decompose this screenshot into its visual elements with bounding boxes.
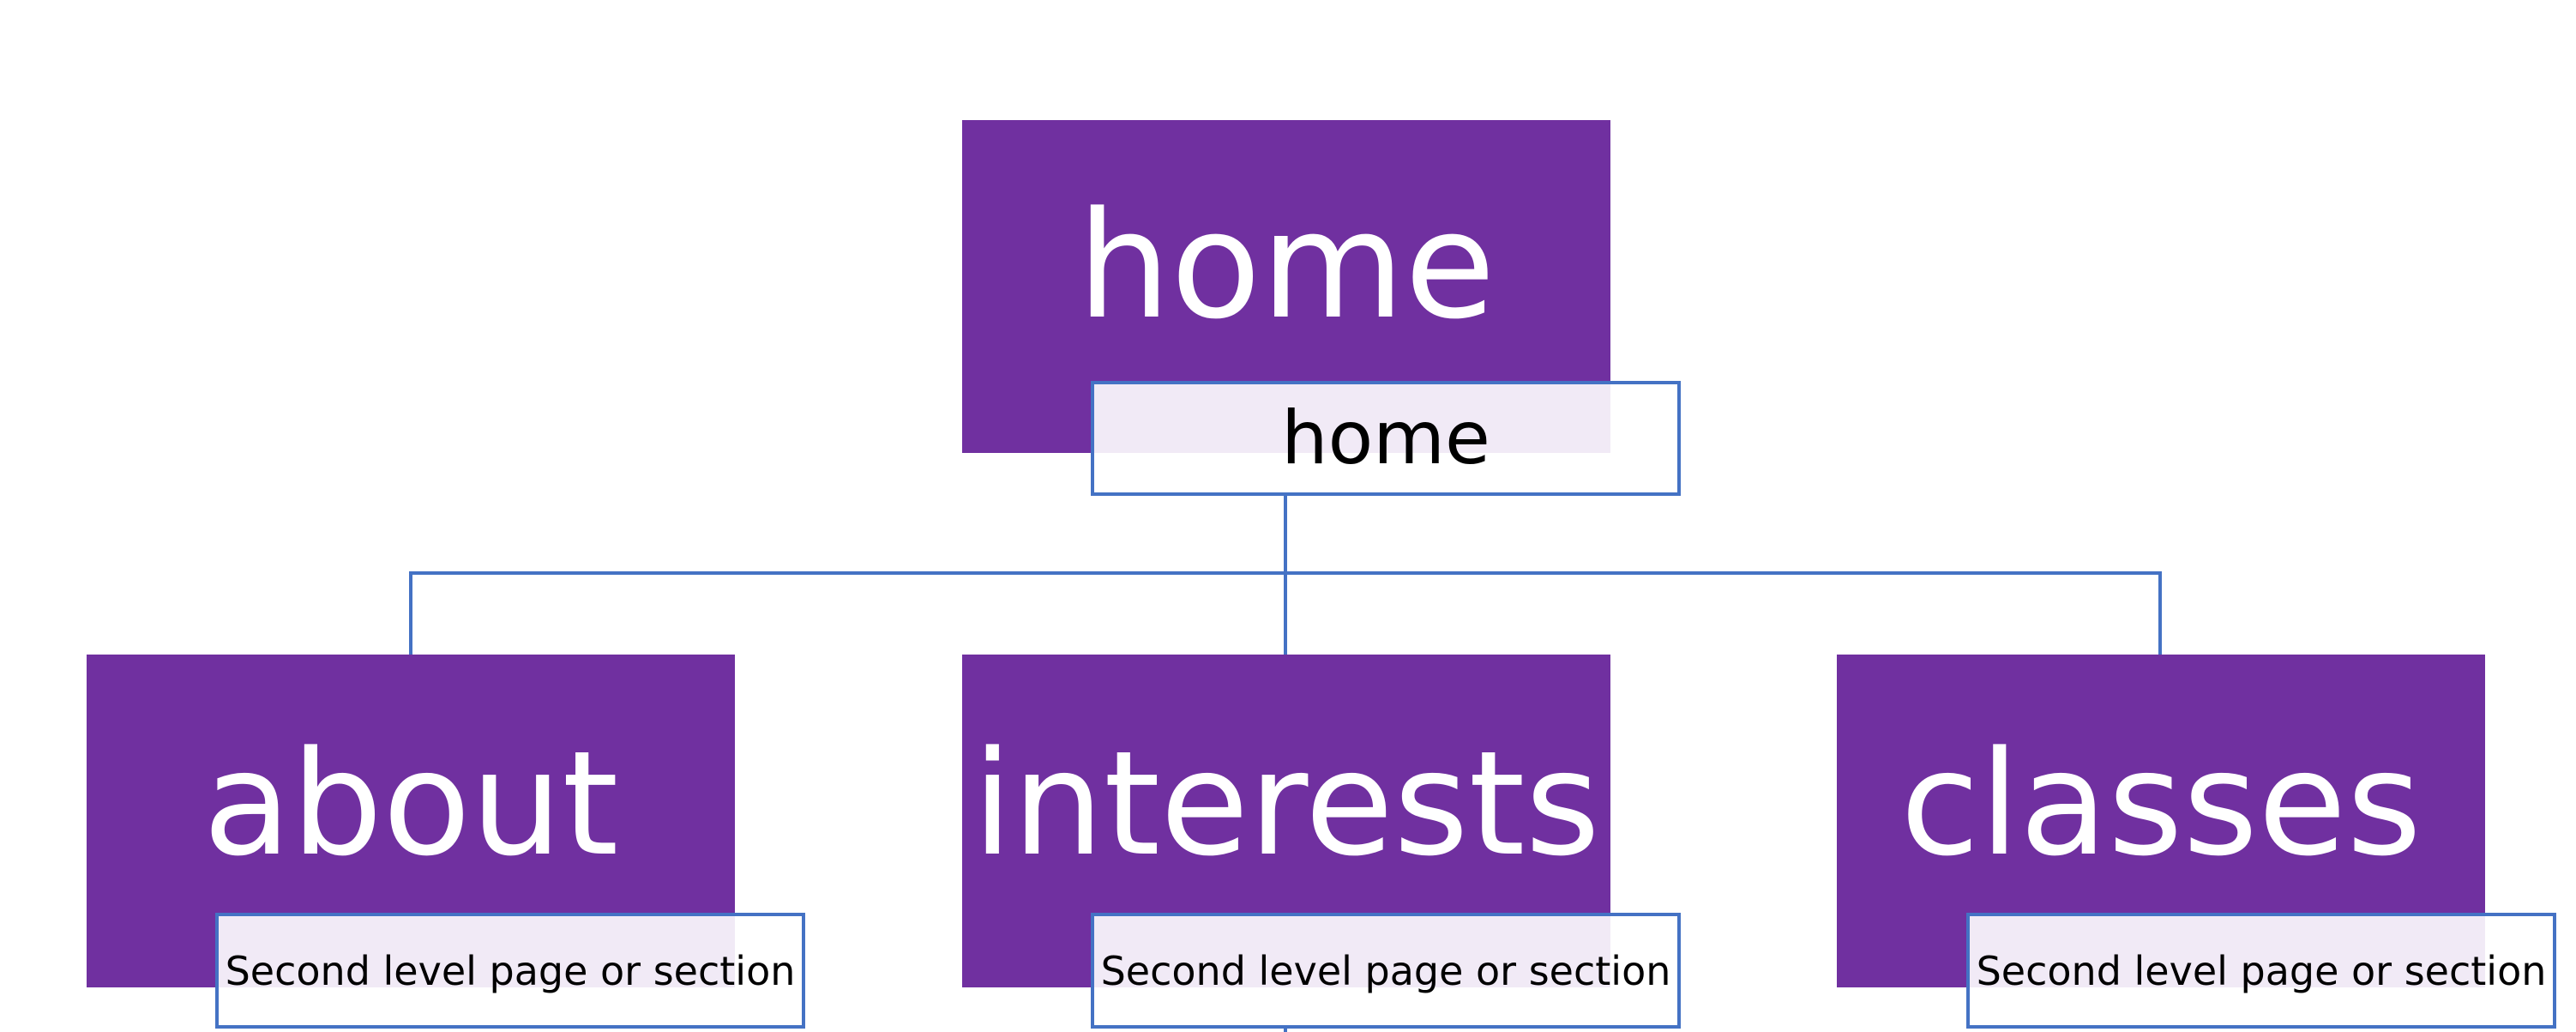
caption-about-text: Second level page or section [225, 947, 796, 994]
node-home-title: home [1077, 179, 1496, 352]
node-interests[interactable]: interests [962, 655, 1610, 987]
node-about-title: about [202, 720, 619, 888]
node-interests-title: interests [972, 720, 1601, 888]
caption-about[interactable]: Second level page or section [215, 913, 805, 1029]
caption-classes-text: Second level page or section [1976, 947, 2547, 994]
caption-interests-text: Second level page or section [1100, 947, 1671, 994]
caption-interests[interactable]: Second level page or section [1091, 913, 1681, 1029]
caption-home-text: home [1281, 395, 1490, 481]
node-classes-title: classes [1900, 720, 2422, 888]
caption-classes[interactable]: Second level page or section [1966, 913, 2556, 1029]
caption-home[interactable]: home [1091, 381, 1681, 496]
